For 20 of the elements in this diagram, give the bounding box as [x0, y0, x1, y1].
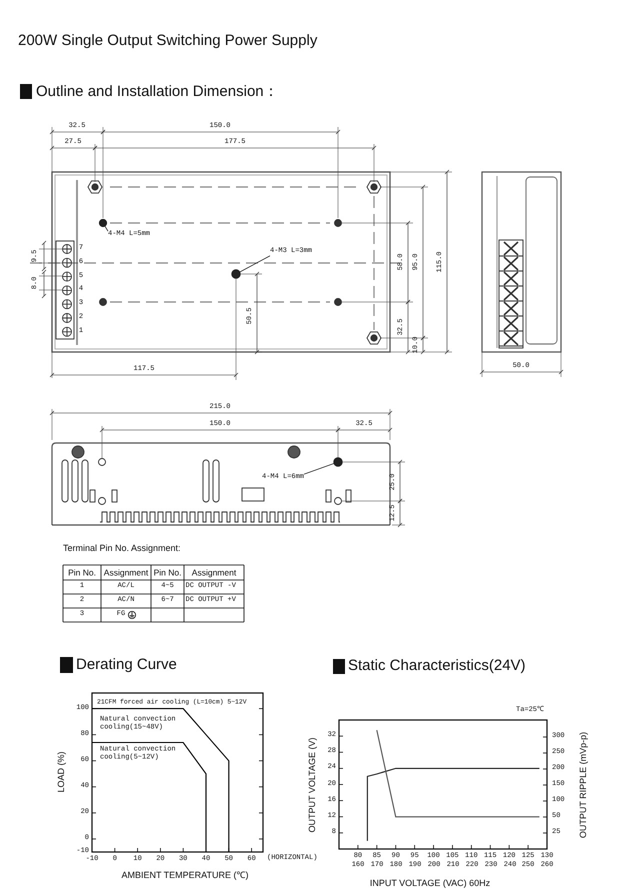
axis-title: LOAD (%): [57, 752, 67, 792]
axis-title: OUTPUT VOLTAGE (V): [308, 738, 318, 832]
leader-line: [239, 256, 270, 272]
axis-title: AMBIENT TEMPERATURE (℃): [122, 871, 248, 881]
axis-title: INPUT VOLTAGE (VAC) 60Hz: [370, 879, 490, 889]
column-header: Assignment: [104, 568, 148, 578]
section-heading: Outline and Installation Dimension：: [36, 84, 279, 100]
column-header: Pin No.: [68, 568, 96, 578]
chart-title: Static Characteristics(24V): [348, 658, 526, 674]
leader-line: [104, 226, 108, 232]
axis-title: OUTPUT RIPPLE (mVp-p): [579, 732, 589, 838]
chart-title: Derating Curve: [76, 656, 177, 674]
leader-line: [304, 463, 334, 474]
mounting-hole: [231, 269, 241, 279]
table-title: Terminal Pin No. Assignment:: [63, 544, 181, 554]
page-title: 200W Single Output Switching Power Supply: [18, 32, 318, 50]
mounting-hole: [98, 218, 108, 228]
column-header: Assignment: [192, 568, 236, 578]
mounting-hole: [333, 457, 343, 467]
column-header: Pin No.: [154, 568, 182, 578]
